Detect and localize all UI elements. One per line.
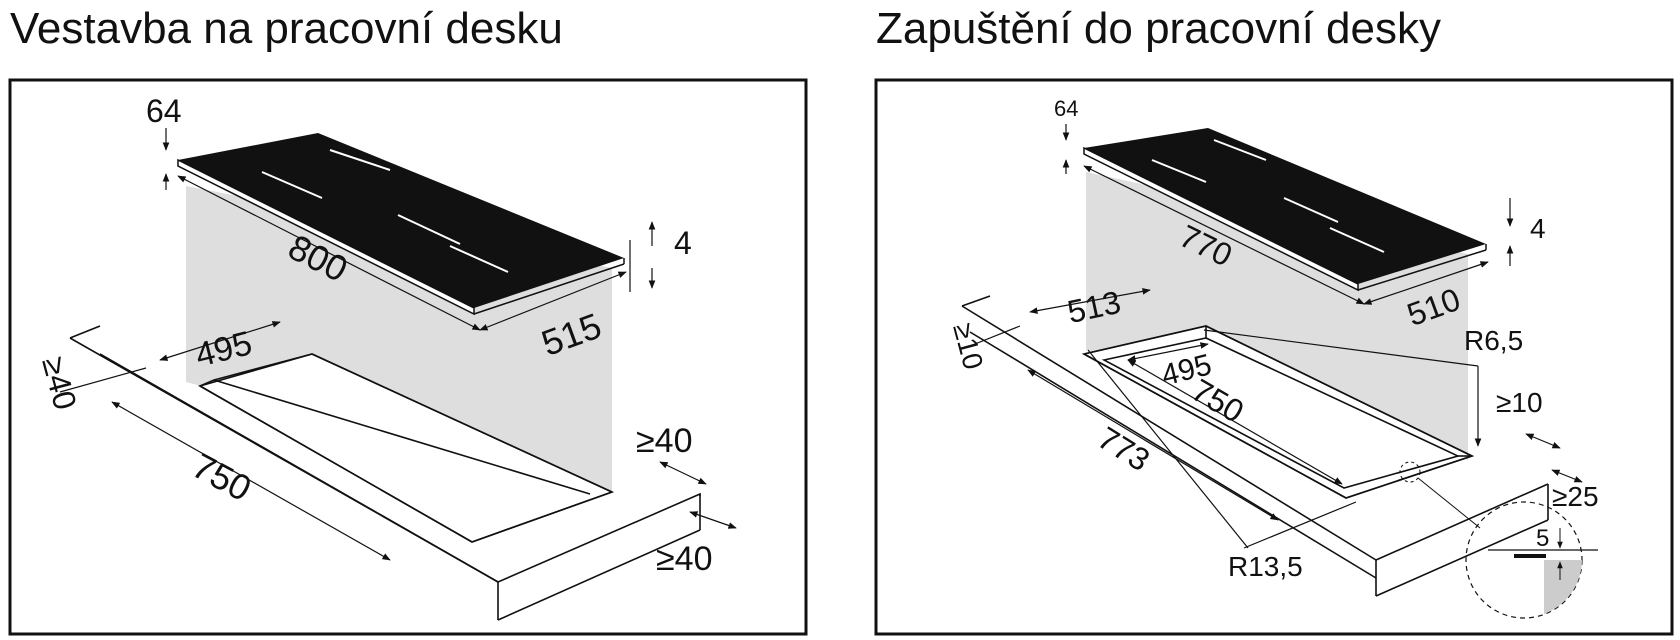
right-panel: 64 4 770 510 513 495 750 773 R6,5 R13,5 … [874, 78, 1674, 636]
left-dim-front-margin: ≥40 [35, 353, 84, 414]
left-frame [8, 78, 808, 636]
right-detail [1399, 461, 1598, 619]
right-dim-rear-margin: ≥10 [1496, 387, 1543, 418]
right-dim-radius-small: R6,5 [1464, 325, 1523, 356]
title-left: Vestavba na pracovní desku [10, 4, 563, 53]
right-dim-side-margin: ≥25 [1552, 481, 1599, 512]
right-dim-front-margin: ≥10 [947, 320, 989, 373]
title-right: Zapuštění do pracovní desky [876, 4, 1441, 53]
right-frame [874, 78, 1674, 636]
left-dim-thickness: 64 [146, 93, 182, 129]
right-dim-detail-depth: 5 [1536, 525, 1549, 552]
left-panel: 64 4 800 515 495 750 ≥40 ≥40 ≥40 [8, 78, 808, 636]
left-dimension-lines [59, 128, 737, 561]
right-dim-radius-large: R13,5 [1228, 551, 1303, 582]
right-dim-edge: 4 [1530, 213, 1546, 244]
right-dim-recess-width: 773 [1092, 419, 1156, 478]
left-dim-cutout-width: 750 [186, 445, 258, 509]
left-dim-side-margin: ≥40 [656, 540, 712, 578]
left-dim-rear-margin: ≥40 [636, 422, 692, 460]
right-dimension-lines [969, 124, 1583, 549]
right-dim-thickness: 64 [1054, 96, 1078, 121]
left-dim-edge: 4 [674, 225, 692, 261]
